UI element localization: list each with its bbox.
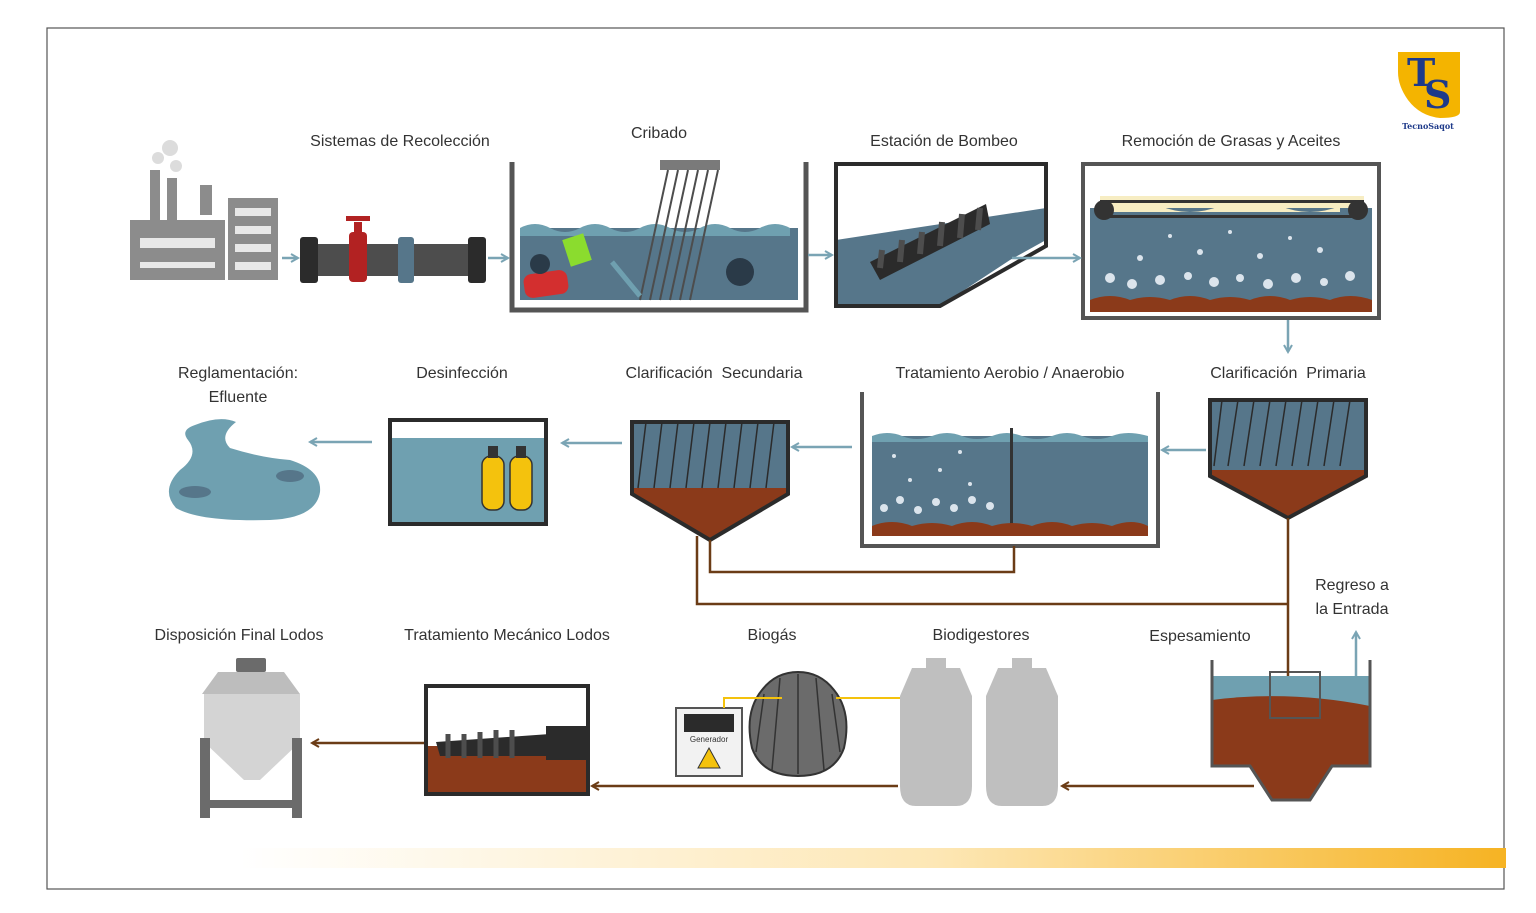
effluent-pond bbox=[168, 419, 321, 521]
label-reglamentacion-line2: Efluente bbox=[208, 389, 268, 406]
label-disposicion: Disposición Final Lodos bbox=[154, 627, 324, 644]
label-clar-secundaria: Clarificación Secundaria bbox=[625, 365, 803, 382]
label-cribado: Cribado bbox=[630, 125, 688, 142]
label-regreso-line1: Regreso a bbox=[1315, 577, 1389, 594]
secondary-clarifier bbox=[630, 420, 790, 543]
screening-tank bbox=[509, 160, 809, 313]
logo-brand-text: TecnoSaqot bbox=[1402, 121, 1454, 131]
bottom-gradient-bar bbox=[240, 848, 1506, 868]
label-regreso: Regreso a la Entrada bbox=[1315, 574, 1389, 622]
primary-clarifier bbox=[1208, 398, 1368, 521]
pumping-station bbox=[834, 162, 1048, 308]
label-clar-primaria: Clarificación Primaria bbox=[1210, 365, 1366, 382]
sludge-lines bbox=[312, 518, 1290, 786]
label-recoleccion: Sistemas de Recolección bbox=[310, 133, 490, 150]
mechanical-sludge-treatment bbox=[424, 684, 590, 796]
disinfection-tank bbox=[388, 418, 548, 526]
biodigesters bbox=[900, 658, 1058, 806]
label-desinfeccion: Desinfección bbox=[416, 365, 508, 382]
label-biogas: Biogás bbox=[747, 627, 797, 644]
label-mecanico: Tratamiento Mecánico Lodos bbox=[404, 627, 610, 644]
label-espesamiento: Espesamiento bbox=[1149, 628, 1251, 645]
label-biodigestores: Biodigestores bbox=[932, 627, 1030, 644]
final-sludge-silo bbox=[200, 658, 302, 818]
aerobic-anaerobic-tank bbox=[860, 392, 1160, 548]
factory-icon bbox=[130, 140, 278, 280]
label-grasas: Remoción de Grasas y Aceites bbox=[1121, 133, 1341, 150]
svg-text:T: T bbox=[1407, 50, 1435, 95]
generator bbox=[675, 707, 743, 777]
grease-removal-tank bbox=[1081, 162, 1381, 320]
svg-text:S: S bbox=[1424, 72, 1451, 117]
gas-lines bbox=[723, 697, 900, 708]
outer-frame bbox=[46, 27, 1505, 890]
collection-pipe bbox=[300, 216, 486, 283]
label-regreso-line2: la Entrada bbox=[1315, 601, 1389, 618]
label-reglamentacion-line1: Reglamentación: bbox=[177, 365, 299, 382]
biogas-bag bbox=[748, 670, 848, 778]
label-reglamentacion: Reglamentación: Efluente bbox=[178, 365, 298, 407]
tecnosaqot-logo: T S bbox=[1398, 50, 1460, 118]
label-generador: Generador bbox=[689, 735, 729, 744]
thickener bbox=[1210, 660, 1372, 802]
flow-arrows bbox=[282, 255, 1356, 676]
label-aerobio: Tratamiento Aerobio / Anaerobio bbox=[895, 365, 1125, 382]
label-bombeo: Estación de Bombeo bbox=[870, 133, 1018, 150]
